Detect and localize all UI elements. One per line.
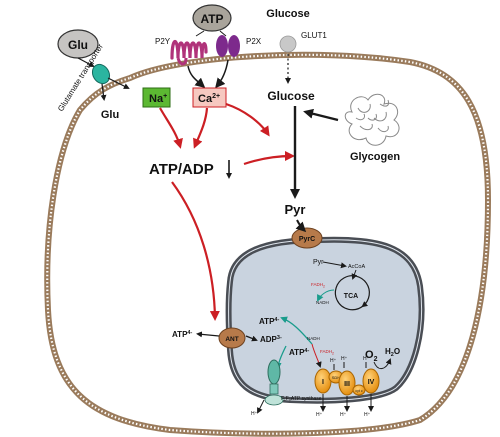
svg-text:IV: IV: [368, 379, 375, 386]
o2-label: O2: [365, 349, 378, 363]
ca-to-glycolysis-arrow: [225, 102, 270, 137]
p2y-receptor: [170, 39, 208, 66]
p2x-receptor: [216, 35, 240, 57]
cell-membrane: [44, 51, 492, 437]
extracellular-glu: Glu: [57, 29, 99, 59]
complex-iii: III: [338, 370, 356, 396]
h-label-matrix-1: H⁺: [330, 358, 337, 364]
glycogen-label: Glycogen: [350, 151, 400, 163]
cytosol-glu-label: Glu: [101, 109, 119, 121]
svg-text:Ca2+: Ca2+: [198, 93, 220, 105]
nadh-red-label: NADH: [307, 336, 320, 341]
cytosol-glucose-label: Glucose: [267, 89, 315, 103]
glycogen-to-glycolysis-arrow: [303, 108, 339, 122]
svg-text:I: I: [322, 379, 324, 386]
fadh2-top-label: FADH2: [311, 282, 325, 289]
atp-synthase: [264, 359, 284, 406]
accoa-label: AcCoA: [348, 264, 365, 270]
na-box: Na+: [142, 87, 171, 108]
svg-text:ATP: ATP: [200, 12, 223, 26]
synthase-to-atp-teal-arrow: [280, 316, 313, 345]
svg-text:cyt c: cyt c: [355, 389, 362, 393]
h2o-label: H2O: [385, 347, 400, 358]
atp-to-p2y: [195, 30, 205, 37]
ant-transporter: ANT: [218, 327, 246, 349]
p2y-to-ca-arrow: [187, 65, 206, 88]
nadh-label: NADH: [316, 300, 329, 305]
synthase-h-arrow: [257, 399, 265, 414]
o2-to-h2o-arrow: [373, 358, 392, 369]
complex-iv: IV: [362, 368, 380, 394]
pyrc-carrier: PyrC: [291, 227, 323, 249]
atpadp-to-ant-arrow: [171, 181, 220, 321]
svg-text:SDH: SDH: [332, 375, 341, 380]
complex-i: I: [314, 368, 332, 394]
h-label-iv: H⁺: [364, 412, 371, 418]
mito-pyr-label: Pyr: [313, 259, 324, 266]
h-label-iii: H⁺: [340, 412, 347, 418]
h-label-i: H⁺: [316, 412, 323, 418]
mito-atp4-top-label: ATP4-: [259, 317, 279, 326]
tca-label: TCA: [344, 293, 358, 300]
ca-box: Ca2+: [192, 87, 227, 108]
p2y-label: P2Y: [155, 37, 171, 46]
na-to-atpadp-arrow: [159, 107, 183, 149]
glut1-label: GLUT1: [301, 31, 327, 40]
p2x-to-ca-arrow: [215, 59, 229, 89]
cyt-c: cyt c: [352, 384, 366, 396]
glutamate-transporter: [91, 63, 111, 85]
svg-text:PyrC: PyrC: [299, 236, 315, 243]
nadh-to-complex-i-arrow: [311, 343, 322, 368]
mito-atp4-mid-label: ATP4-: [289, 348, 309, 357]
accoa-to-tca-arrow: [351, 269, 358, 280]
h-label-matrix-2: H⁺: [341, 356, 348, 362]
svg-text:ANT: ANT: [225, 336, 238, 343]
atp-to-p2x: [219, 30, 227, 37]
proton-pumping: [320, 362, 374, 412]
h-label-matrix-3: H⁺: [363, 356, 370, 362]
synthase-h-label: H⁺: [251, 411, 258, 417]
p2x-label: P2X: [246, 37, 262, 46]
ca-to-atpadp-arrow: [193, 107, 209, 149]
tca-to-nadh-teal-arrow: [317, 289, 335, 302]
pyr-to-pyrc-arrow: [295, 219, 307, 233]
extracellular-glucose-label: Glucose: [266, 8, 309, 20]
cytosol-pyr-label: Pyr: [285, 202, 306, 217]
transporter-to-glu-arrow: [100, 83, 107, 101]
fadh2-bottom-label: FADH2: [320, 349, 334, 356]
transporter-to-na-arrow: [107, 77, 130, 89]
svg-text:Glu: Glu: [68, 38, 88, 52]
svg-text:Na+: Na+: [149, 93, 167, 105]
glycogen-icon: [344, 93, 400, 146]
extracellular-atp: ATP: [192, 4, 232, 32]
glut1-transporter: [279, 35, 297, 53]
mito-adp3-label: ADP3-: [260, 335, 282, 344]
pyr-to-accoa-arrow: [322, 261, 347, 269]
ant-to-cytosol-atp-arrow: [196, 331, 220, 338]
atp-adp-label: ATP/ADP: [149, 161, 214, 178]
glu-to-transporter-arrow: [77, 57, 95, 67]
svg-text:III: III: [344, 381, 350, 388]
atp-synthase-label: F₁F₀ATP synthase: [281, 396, 322, 402]
cytosol-atp4-label: ATP4-: [172, 330, 192, 339]
ant-to-matrix-arrow: [245, 335, 258, 342]
atpadp-to-glycolysis-arrow: [243, 151, 295, 166]
